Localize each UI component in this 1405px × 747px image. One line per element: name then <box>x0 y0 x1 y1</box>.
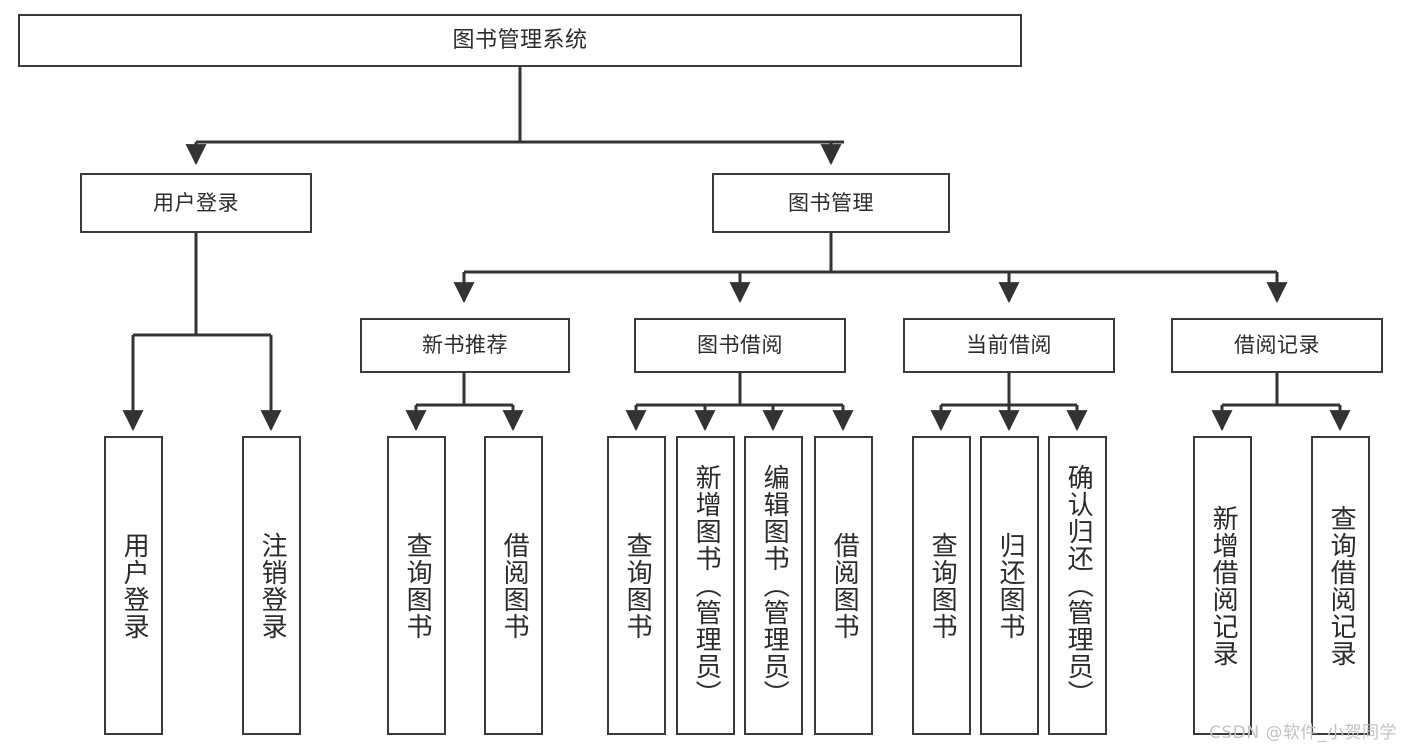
node-label: 当前借阅 <box>966 333 1052 358</box>
node-borrow-record[interactable]: 借阅记录 <box>1171 318 1383 373</box>
node-label: 用户登录 <box>153 190 239 215</box>
leaf-borrow-book-1[interactable]: 借阅图书 <box>484 436 543 735</box>
node-label: 新增借阅记录 <box>1208 504 1239 667</box>
leaf-edit-book[interactable]: 编辑图书（管理员） <box>744 436 803 735</box>
leaf-logout-login[interactable]: 注销登录 <box>242 436 301 735</box>
leaf-query-book-1[interactable]: 查询图书 <box>387 436 446 735</box>
node-label: 查询图书 <box>927 531 958 640</box>
csdn-watermark: CSDN @软件_小贺同学 <box>1209 723 1397 743</box>
node-label: 用户登录 <box>119 531 150 640</box>
node-label: 新书推荐 <box>422 333 508 358</box>
node-label: 图书管理系统 <box>452 27 588 53</box>
node-label: 查询图书 <box>402 531 433 640</box>
leaf-confirm-return[interactable]: 确认归还（管理员） <box>1048 436 1107 735</box>
node-label: 图书借阅 <box>697 333 783 358</box>
node-label: 归还图书 <box>995 531 1026 640</box>
node-label: 注销登录 <box>257 531 288 640</box>
leaf-return-book[interactable]: 归还图书 <box>980 436 1039 735</box>
node-label: 编辑图书（管理员） <box>759 464 790 707</box>
leaf-add-book[interactable]: 新增图书（管理员） <box>676 436 735 735</box>
node-new-book-recommend[interactable]: 新书推荐 <box>360 318 570 373</box>
node-label: 借阅图书 <box>829 531 860 640</box>
leaf-query-book-2[interactable]: 查询图书 <box>607 436 666 735</box>
leaf-query-book-3[interactable]: 查询图书 <box>912 436 971 735</box>
leaf-add-borrow-record[interactable]: 新增借阅记录 <box>1193 436 1252 735</box>
node-label: 查询借阅记录 <box>1326 504 1357 667</box>
node-label: 新增图书（管理员） <box>691 464 722 707</box>
node-label: 确认归还（管理员） <box>1063 464 1094 707</box>
leaf-borrow-book-2[interactable]: 借阅图书 <box>814 436 873 735</box>
leaf-user-login[interactable]: 用户登录 <box>104 436 163 735</box>
node-label: 借阅记录 <box>1234 333 1320 358</box>
node-user-login[interactable]: 用户登录 <box>80 173 312 233</box>
node-label: 借阅图书 <box>499 531 530 640</box>
node-root-system[interactable]: 图书管理系统 <box>18 14 1022 67</box>
node-current-borrow[interactable]: 当前借阅 <box>903 318 1115 373</box>
node-label: 查询图书 <box>622 531 653 640</box>
node-book-management[interactable]: 图书管理 <box>712 173 950 233</box>
node-label: 图书管理 <box>788 190 874 215</box>
leaf-query-borrow-record[interactable]: 查询借阅记录 <box>1311 436 1370 735</box>
node-book-borrow[interactable]: 图书借阅 <box>634 318 846 373</box>
